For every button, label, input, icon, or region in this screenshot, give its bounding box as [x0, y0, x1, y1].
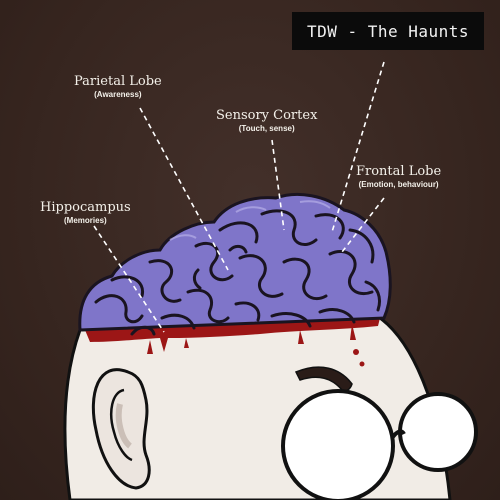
label-name: Hippocampus [40, 200, 131, 215]
pointer-hippocampus [93, 225, 165, 333]
label-name: Sensory Cortex [216, 108, 318, 123]
blood-drips [85, 318, 380, 352]
label-hippocampus: Hippocampus (Memories) [40, 200, 131, 226]
label-parietal-lobe: Parietal Lobe (Awareness) [74, 74, 162, 100]
label-sensory-cortex: Sensory Cortex (Touch, sense) [216, 108, 317, 134]
label-frontal-lobe: Frontal Lobe (Emotion, behaviour) [356, 164, 441, 190]
pointer-frontal-2 [341, 197, 385, 253]
pointer-parietal [139, 107, 229, 271]
pointer-frontal [331, 61, 385, 233]
title-banner: TDW - The Haunts [292, 12, 484, 50]
glasses-lens-left [281, 389, 395, 500]
title-text: TDW - The Haunts [306, 21, 470, 41]
label-sub: (Touch, sense) [238, 124, 295, 133]
label-sub: (Awareness) [94, 90, 142, 99]
label-name: Parietal Lobe [74, 74, 162, 89]
brain-folds [94, 209, 381, 336]
brain [78, 192, 392, 332]
pointer-lines [93, 61, 385, 333]
glasses-lens-right [398, 392, 478, 472]
label-sub: (Emotion, behaviour) [358, 180, 439, 189]
label-name: Frontal Lobe [356, 164, 442, 179]
label-sub: (Memories) [64, 216, 107, 225]
pointer-sensory [271, 139, 285, 231]
